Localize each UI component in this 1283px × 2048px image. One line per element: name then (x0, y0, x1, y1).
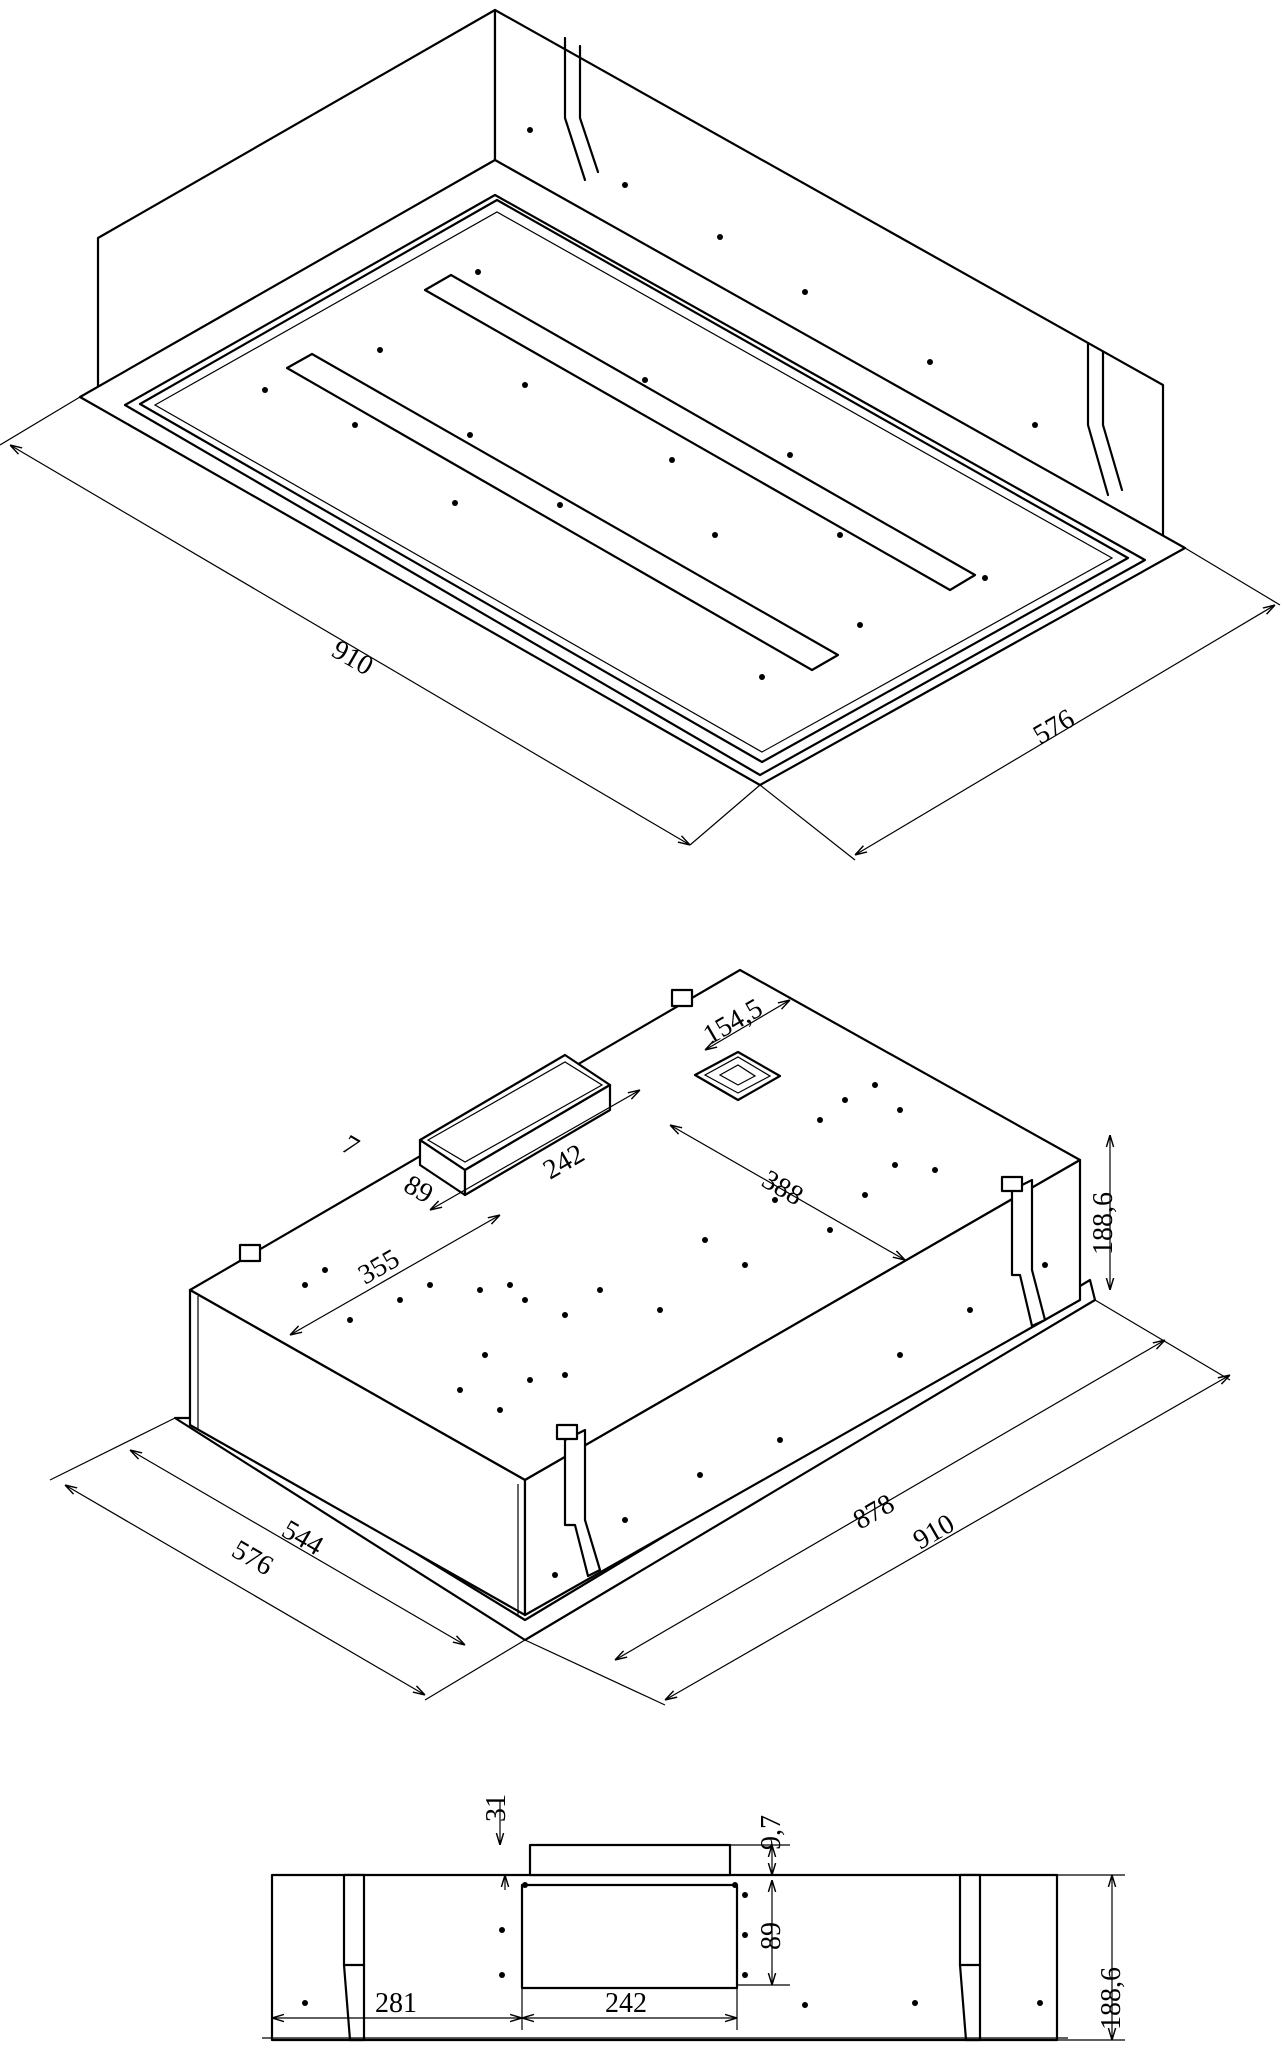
top-isometric-view: 910 576 (0, 8, 1281, 861)
corner-bracket-left (238, 1243, 262, 1263)
hanger-bracket-front (555, 1423, 602, 1578)
dim-label-910: 910 (908, 1508, 960, 1556)
front-screw-holes (302, 1882, 1043, 2008)
elevation-bracket-right (958, 1873, 982, 2042)
dim-label-576: 576 (1028, 703, 1080, 751)
dim-label-878: 878 (848, 1488, 900, 1536)
hanger-bracket-right (1000, 1175, 1047, 1328)
front-elevation-view: 31 9,7 89 188,6 281 242 (262, 1794, 1127, 2042)
dim-label-576: 576 (227, 1534, 279, 1582)
bracket-right (1086, 341, 1124, 497)
rear-cutout (520, 1883, 739, 1990)
dim-label-242-front: 242 (605, 1988, 647, 2019)
dim-label-281: 281 (375, 1988, 417, 2019)
dim-line-576 (855, 605, 1275, 855)
dim-label-544: 544 (277, 1514, 329, 1562)
dim-label-9-7: 9,7 (756, 1815, 787, 1850)
top-outlet (528, 1843, 732, 1877)
bracket-left (563, 36, 600, 182)
dim-label-31: 31 (481, 1794, 512, 1822)
dim-label-188-6: 188,6 (1088, 1192, 1119, 1255)
slot-right (423, 273, 977, 592)
square-fitting (693, 1050, 782, 1102)
dim-label-7: 7 (337, 1129, 365, 1163)
elevation-bracket-left (342, 1873, 366, 2042)
dim-label-910: 910 (327, 634, 379, 682)
middle-isometric-view: 154,5 7 89 242 388 355 188,6 544 576 878… (49, 968, 1230, 1706)
dim-line-910 (10, 445, 690, 845)
corner-bracket-back (670, 988, 694, 1008)
